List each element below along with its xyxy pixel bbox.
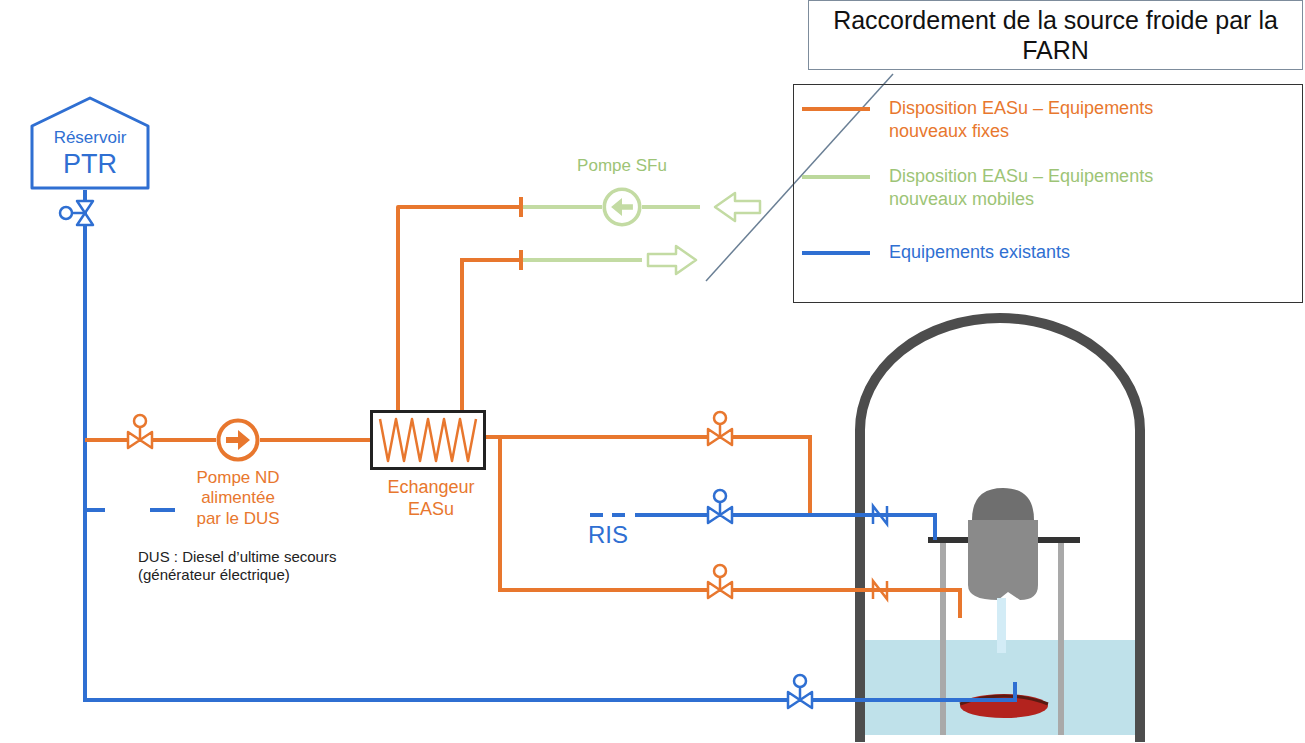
heat-exchanger: Echangeur EASu — [370, 410, 486, 470]
pump-label: Pompe ND alimentée par le DUS — [188, 468, 288, 529]
check-valve-symbol — [873, 506, 887, 524]
pipe-line — [260, 438, 370, 442]
existing-pipe-stub — [85, 508, 175, 512]
legend-entry: Disposition EASu – Equipements nouveaux … — [794, 97, 1302, 142]
corium — [960, 694, 1048, 718]
tank-label: Réservoir — [54, 128, 127, 148]
pipe-line — [398, 207, 523, 410]
check-valve-symbol — [873, 581, 887, 599]
callout-text: Raccordement de la source froide par la … — [819, 5, 1292, 65]
leader-line — [706, 74, 893, 281]
pipe-connector — [260, 440, 370, 441]
exchanger-label: Echangeur EASu — [376, 477, 486, 520]
pump-label: Pompe SFu — [542, 156, 702, 176]
legend-swatch — [802, 175, 870, 179]
pump-direction-arrow — [226, 430, 250, 450]
flow-arrow-in — [715, 193, 760, 221]
vessel-leg — [1058, 543, 1064, 735]
pump-symbol: Pompe ND alimentée par le DUS — [216, 418, 260, 462]
reservoir-tank: RéservoirPTR — [30, 96, 150, 190]
ris-pipe-dashes — [590, 513, 625, 517]
mobile-pipe — [523, 258, 642, 262]
valve-symbol — [788, 675, 812, 708]
valve-symbol — [708, 565, 732, 598]
vessel-body — [968, 520, 1038, 600]
legend-entry: Disposition EASu – Equipements nouveaux … — [794, 165, 1302, 210]
pump-symbol-outline — [216, 418, 260, 462]
legend-text: Disposition EASu – Equipements nouveaux … — [889, 165, 1189, 210]
callout-box: Raccordement de la source froide par la … — [808, 0, 1303, 70]
valve-symbol — [708, 490, 732, 523]
flow-arrow-out — [648, 246, 696, 274]
legend-swatch — [802, 251, 870, 255]
exchanger-coil — [380, 419, 476, 461]
valve-symbol — [708, 412, 732, 445]
ris-pipe — [635, 515, 935, 540]
pump-symbol-outline — [602, 187, 642, 227]
legend-text: Disposition EASu – Equipements nouveaux … — [889, 97, 1189, 142]
pump-casing — [219, 421, 258, 460]
legend-swatch — [802, 107, 870, 111]
legend-box: Disposition EASu – Equipements nouveaux … — [793, 84, 1303, 303]
note-text: DUS : Diesel d’ultime secours (générateu… — [138, 548, 388, 584]
pump-direction-arrow — [611, 198, 633, 216]
mobile-pipe — [642, 205, 700, 209]
valve-symbol — [128, 415, 152, 448]
pump-casing — [604, 189, 639, 224]
vessel-head — [972, 488, 1034, 520]
vessel-leg — [940, 543, 946, 735]
tank-outline — [32, 98, 148, 188]
pipe-line — [522, 205, 602, 209]
water-jet — [997, 598, 1006, 653]
pump-symbol: Pompe SFu — [602, 187, 642, 227]
sump-pool — [865, 640, 1135, 735]
valve-symbol — [60, 201, 93, 225]
legend-text: Equipements existants — [889, 241, 1189, 264]
pipe-label: RIS — [588, 521, 658, 550]
pipe-connector — [398, 207, 602, 410]
fixed-pipe — [462, 260, 521, 410]
tank-name: PTR — [63, 148, 117, 180]
existing-pipe — [85, 190, 1015, 700]
legend-entry: Equipements existants — [794, 241, 1302, 264]
fixed-pipe — [500, 437, 960, 618]
fixed-pipe — [486, 437, 810, 513]
containment-building — [860, 318, 1140, 742]
heat-exchanger-outline — [373, 413, 483, 467]
